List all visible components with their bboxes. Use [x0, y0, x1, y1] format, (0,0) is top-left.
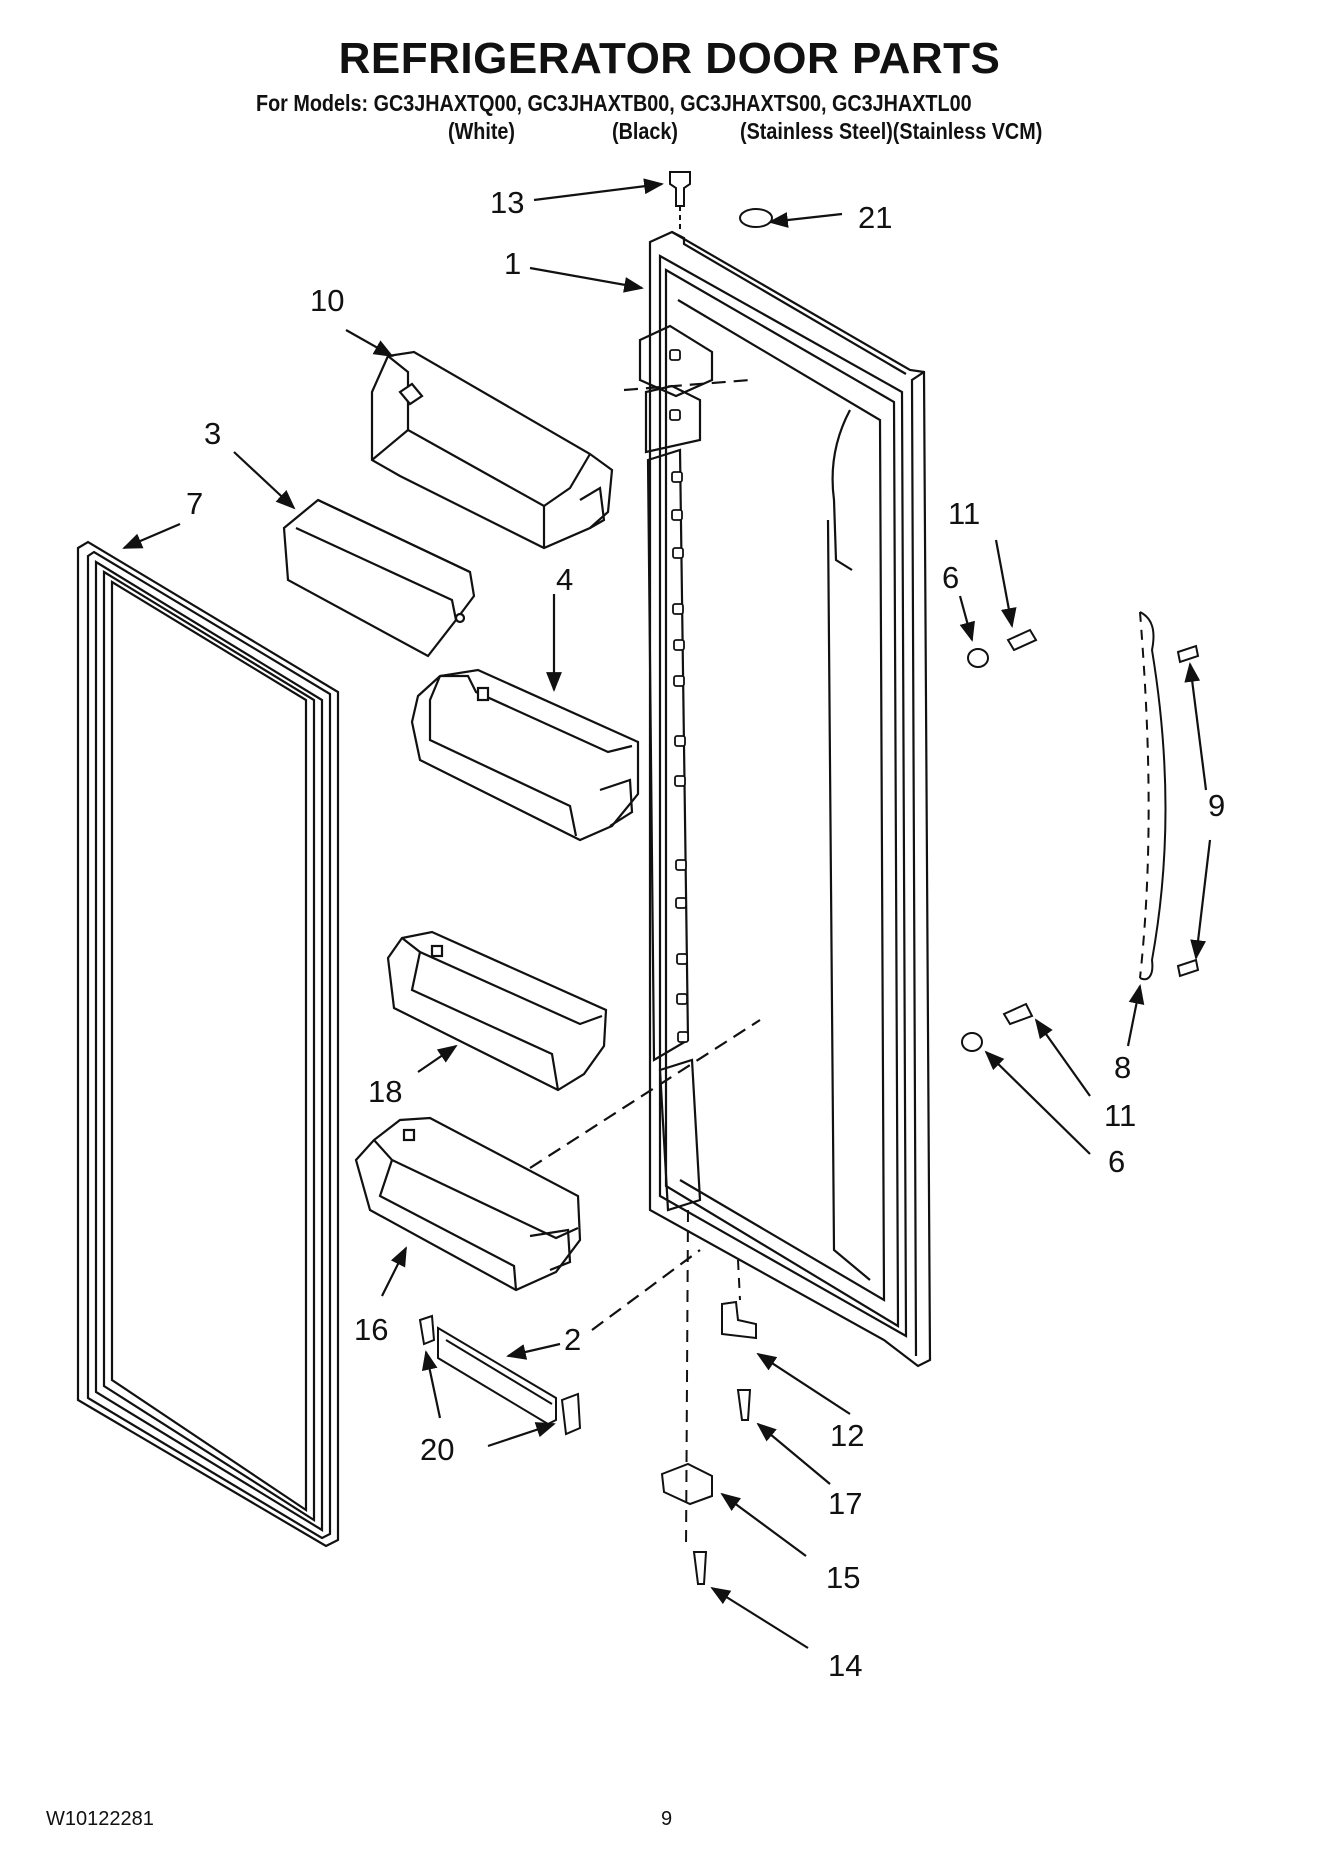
callout-10: 10 — [310, 283, 344, 318]
callout-7: 7 — [186, 486, 203, 521]
callout-6-lower: 6 — [1108, 1144, 1125, 1179]
page-number: 9 — [661, 1808, 673, 1830]
callout-2: 2 — [564, 1322, 581, 1357]
variant-stainless: (Stainless Steel)(Stainless VCM) — [740, 118, 1043, 144]
callout-18: 18 — [368, 1074, 402, 1109]
callout-8: 8 — [1114, 1050, 1131, 1085]
door-bin-bottom — [354, 1116, 582, 1292]
hardware-parts — [660, 171, 1038, 1585]
models-line: For Models: GC3JHAXTQ00, GC3JHAXTB00, GC… — [256, 90, 972, 116]
door-liner — [529, 230, 932, 1368]
callout-13: 13 — [490, 185, 524, 220]
pin-guide-line — [737, 1259, 741, 1301]
door-gasket — [76, 540, 340, 1548]
callout-16: 16 — [354, 1312, 388, 1347]
callout-20: 20 — [420, 1432, 454, 1467]
door-bin-large — [410, 668, 640, 842]
callout-14: 14 — [828, 1648, 862, 1683]
door-bin-small — [386, 930, 608, 1092]
leader-arrows — [122, 178, 1212, 1649]
callout-21: 21 — [858, 200, 892, 235]
callout-labels: 13 21 1 10 3 7 4 11 6 9 8 11 6 18 16 2 2… — [186, 185, 1225, 1683]
hinge-guide-line — [685, 1209, 689, 1551]
callout-6-upper: 6 — [942, 560, 959, 595]
page-title: REFRIGERATOR DOOR PARTS — [338, 34, 1001, 83]
door-handle — [1139, 611, 1200, 981]
variant-black: (Black) — [612, 118, 678, 144]
callout-11-lower: 11 — [1104, 1098, 1136, 1133]
callout-12: 12 — [830, 1418, 864, 1453]
document-number: W10122281 — [46, 1808, 154, 1830]
callout-4: 4 — [556, 562, 573, 597]
callout-1: 1 — [504, 246, 521, 281]
dairy-compartment — [370, 350, 614, 550]
dairy-door — [282, 498, 476, 658]
bin-trim-and-clips — [418, 1314, 582, 1436]
callout-3: 3 — [204, 416, 221, 451]
callout-17: 17 — [828, 1486, 862, 1521]
callout-11-upper: 11 — [948, 496, 980, 531]
shelf-button-column — [669, 349, 689, 1043]
callout-9: 9 — [1208, 788, 1225, 823]
model-variants: (White) (Black) (Stainless Steel)(Stainl… — [0, 118, 1339, 148]
variant-white: (White) — [448, 118, 516, 144]
callout-15: 15 — [826, 1560, 860, 1595]
